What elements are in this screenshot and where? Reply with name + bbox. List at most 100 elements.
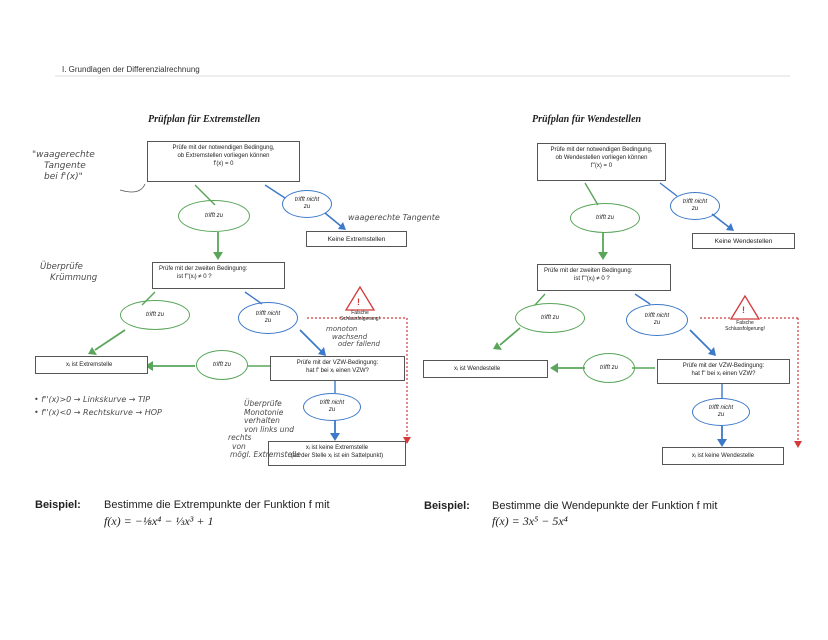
note-waagerechte: "waagerechte Tangente bei f'(x)" [32,150,95,183]
warning-line: Falsche [736,320,754,326]
ellipse-trifft-zu: trifft zu [178,200,250,232]
box-line: ist f''(xᵢ) ≠ 0 ? [177,274,212,280]
ellipse-trifft-nicht: trifft nicht zu [303,393,361,421]
note-line: • f''(x)>0 → Linkskurve → TIP [34,395,151,404]
ellipse-label: trifft zu [204,212,223,219]
ellipse-trifft-nicht: trifft nicht zu [692,398,750,426]
warning-line: Schlussfolgerung! [725,326,765,332]
title-wendestellen: Prüfplan für Wendestellen [532,114,642,125]
ellipse-label: trifft nicht [682,199,708,205]
box-line: ob Extremstellen vorliegen können [177,153,270,159]
ellipse-label: trifft zu [212,361,231,368]
note-waag-tangente: waagerechte Tangente [348,213,440,222]
note-monoton: monoton wachsend oder fallend [322,325,380,349]
note-line: • f''(x)<0 → Rechtskurve → HOP [34,408,162,417]
box-notwendige-bedingung-wende: Prüfe mit der notwendigen Bedingung, ob … [537,143,666,181]
ellipse-label: trifft nicht [708,405,734,411]
header-left: I. Grundlagen der Differenzialrechnung [62,65,200,74]
ellipse-trifft-nicht: trifft nicht zu [282,190,332,218]
note-line: Überprüfe [40,262,83,272]
ellipse-label: trifft zu [599,364,618,371]
title-extremstellen: Prüfplan für Extremstellen [148,114,261,125]
box-line: ob Wendestellen vorliegen können [555,155,648,161]
ellipse-label: zu [303,204,311,210]
box-line: Prüfe mit der VZW-Bedingung: [296,360,379,366]
note-line: Überprüfe [244,399,282,408]
ellipse-trifft-zu: trifft zu [196,350,248,380]
ellipse-label: zu [653,320,661,326]
box-line: hat f' bei xᵢ einen VZW? [306,368,369,374]
warning-line: Falsche [351,310,369,316]
box-line: Prüfe mit der notwendigen Bedingung, [550,147,653,153]
note-line: von links und [244,424,294,434]
ellipse-trifft-zu: trifft zu [120,300,190,330]
box-keine-wendestelle: xᵢ ist keine Wendestelle [662,447,784,465]
note-line: "waagerechte [32,150,95,160]
example-formula-left: f(x) = −⅛x⁴ − ⅓x³ + 1 [104,514,214,528]
warning-icon: ! [357,297,360,307]
note-ueberpruefe-kruemmung: Überprüfe Krümmung [40,262,97,284]
note-line: monoton [326,325,358,333]
box-line: Prüfe mit der notwendigen Bedingung, [172,145,275,151]
box-notwendige-bedingung-extrem: Prüfe mit der notwendigen Bedingung, ob … [147,141,300,182]
warning-icon: ! [742,305,745,315]
ellipse-trifft-nicht: trifft nicht zu [626,304,688,336]
box-vzw-bedingung-wende: Prüfe mit der VZW-Bedingung: hat f'' bei… [657,359,790,384]
note-line: Tangente [44,161,86,171]
note-kruemmung-bullets: • f''(x)>0 → Linkskurve → TIP • f''(x)<0… [34,393,162,419]
note-line: wachsend [332,332,368,341]
box-line: Prüfe mit der zweiten Bedingung: [159,266,248,272]
ellipse-trifft-nicht: trifft nicht zu [670,192,720,220]
warning-label: Falsche Schlussfolgerung! [330,310,390,322]
example-text-right: Bestimme die Wendepunkte der Funktion f … [492,500,718,512]
note-line: oder fallend [338,340,380,348]
note-line: Krümmung [50,273,98,283]
ellipse-trifft-zu: trifft zu [515,303,585,333]
example-label-left: Beispiel: [35,499,81,511]
box-line: hat f'' bei xᵢ einen VZW? [691,371,756,377]
box-line: xᵢ ist keine Extremstelle [305,445,369,451]
box-line: (an der Stelle xᵢ ist ein Sattelpunkt) [290,453,384,459]
ellipse-label: trifft nicht [255,311,281,317]
note-line: verhalten [244,416,280,425]
ellipse-trifft-nicht: trifft nicht zu [238,302,298,334]
box-keine-extremstelle: xᵢ ist keine Extremstelle (an der Stelle… [268,441,406,466]
note-line: Monotonie [244,407,284,417]
ellipse-label: zu [328,407,336,413]
box-keine-wendestellen: Keine Wendestellen [692,233,795,249]
note-line: mögl. Extremstelle [230,450,301,459]
ellipse-label: zu [264,318,272,324]
ellipse-label: trifft zu [540,314,559,321]
example-label-right: Beispiel: [424,500,470,512]
ellipse-trifft-zu: trifft zu [583,353,635,383]
box-line: f'(x) = 0 [213,161,234,167]
box-zweite-bedingung-extrem: Prüfe mit der zweiten Bedingung: ist f''… [152,262,285,289]
note-line: von [232,441,246,451]
box-line: Prüfe mit der VZW-Bedingung: [682,363,765,369]
box-keine-extremstellen: Keine Extremstellen [306,231,407,247]
ellipse-trifft-zu: trifft zu [570,203,640,233]
box-line: ist f'''(xᵢ) ≠ 0 ? [574,276,610,282]
ellipse-label: trifft zu [595,214,614,221]
ellipse-label: trifft nicht [319,400,345,406]
ellipse-label: zu [717,412,725,418]
note-line: bei f'(x)" [44,172,83,182]
example-text-left: Bestimme die Extrempunkte der Funktion f… [104,499,330,511]
note-monotonie: Überprüfe Monotonie verhalten von links … [228,399,301,460]
box-zweite-bedingung-wende: Prüfe mit der zweiten Bedingung: ist f''… [537,264,671,291]
ellipse-label: trifft nicht [644,313,670,319]
ellipse-label: zu [691,206,699,212]
box-vzw-bedingung-extrem: Prüfe mit der VZW-Bedingung: hat f' bei … [270,356,405,381]
warning-line: Schlussfolgerung! [340,316,380,322]
warning-label: Falsche Schlussfolgerung! [712,320,778,332]
note-line: rechts [228,433,252,442]
box-line: Prüfe mit der zweiten Bedingung: [544,268,633,274]
box-wendestelle-result: xᵢ ist Wendestelle [423,360,548,378]
example-formula-right: f(x) = 3x⁵ − 5x⁴ [492,514,568,528]
ellipse-label: trifft nicht [294,197,320,203]
box-extremstelle-result: xᵢ ist Extremstelle [35,356,148,374]
ellipse-label: trifft zu [145,311,164,318]
box-line: f''(x) = 0 [590,163,613,169]
